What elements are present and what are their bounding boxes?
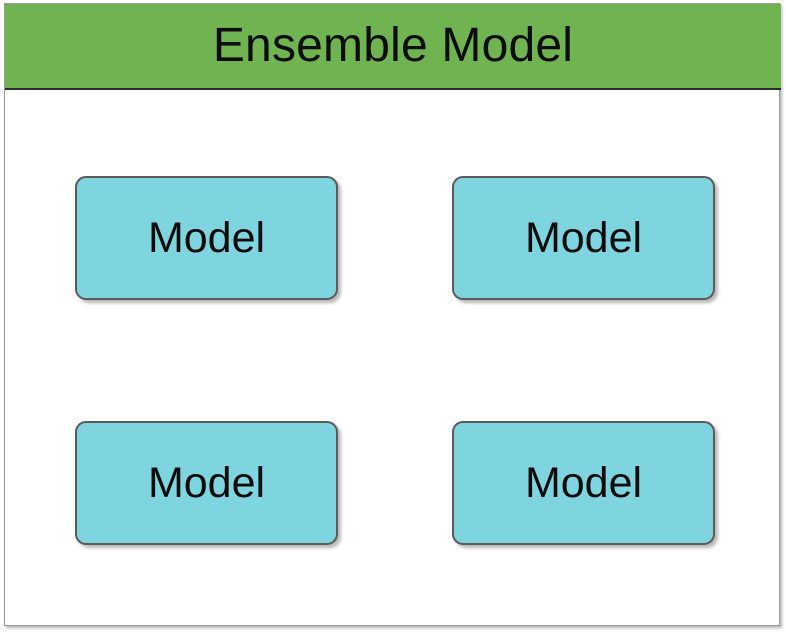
model-box-label: Model [147, 458, 266, 507]
page-title: Ensemble Model [212, 19, 574, 72]
model-box-bottom-left[interactable]: Model [75, 421, 338, 545]
ensemble-model-container: Ensemble Model Model Model Model Model [4, 3, 781, 626]
model-box-label: Model [524, 213, 643, 262]
model-box-top-right[interactable]: Model [452, 176, 715, 300]
model-box-label: Model [524, 458, 643, 507]
ensemble-body: Model Model Model Model [5, 90, 781, 625]
model-box-bottom-right[interactable]: Model [452, 421, 715, 545]
model-box-label: Model [147, 213, 266, 262]
model-box-top-left[interactable]: Model [75, 176, 338, 300]
ensemble-header: Ensemble Model [5, 4, 781, 90]
